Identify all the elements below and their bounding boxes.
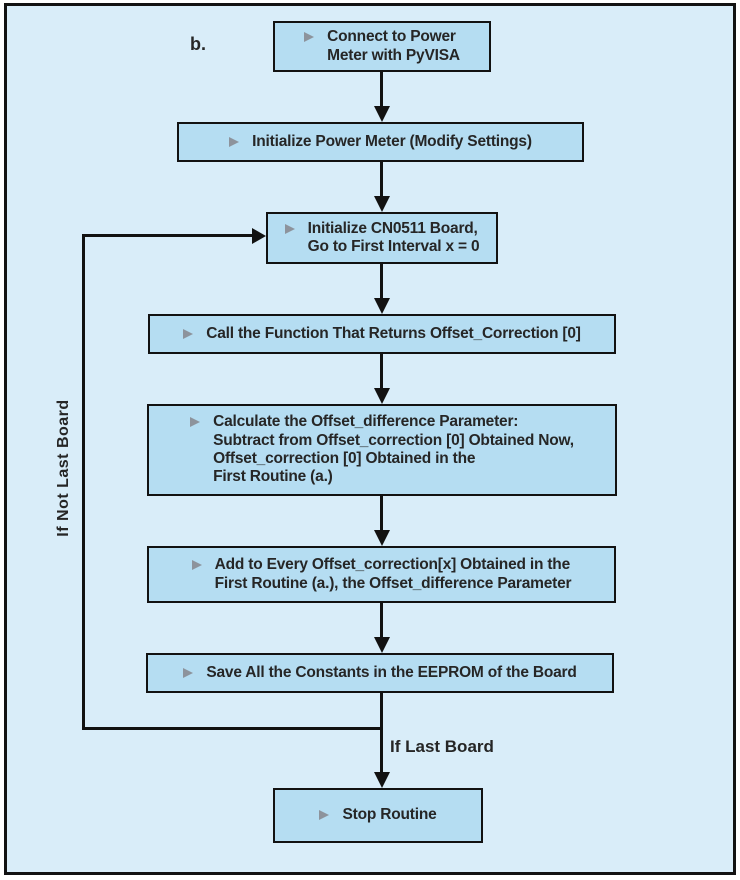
node-connect-power-meter: Connect to Power Meter with PyVISA [273,21,491,72]
arrowhead-right-icon [252,228,266,244]
node-text: Save All the Constants in the EEPROM of … [206,663,577,681]
loop-line-top [82,234,253,237]
node-content: Add to Every Offset_correction[x] Obtain… [184,556,580,593]
arrowhead-down-icon [374,388,390,404]
node-text: Calculate the Offset_difference Paramete… [213,413,574,486]
node-content: Initialize Power Meter (Modify Settings) [221,133,540,151]
arrowhead-down-icon [374,298,390,314]
connector-line [380,353,383,390]
connector-line [380,263,383,300]
node-initialize-cn0511-board: Initialize CN0511 Board, Go to First Int… [266,212,498,264]
node-call-offset-correction-function: Call the Function That Returns Offset_Co… [148,314,616,354]
arrowhead-down-icon [374,530,390,546]
node-text: Initialize Power Meter (Modify Settings) [252,132,532,150]
bullet-triangle-icon [284,223,295,234]
loop-line-bottom [82,727,383,730]
bullet-triangle-icon [190,417,201,428]
connector-line [380,71,383,108]
connector-line [380,495,383,532]
bullet-triangle-icon [191,560,202,571]
node-calculate-offset-difference: Calculate the Offset_difference Paramete… [147,404,617,496]
loop-line-vertical [82,234,85,730]
node-save-constants-eeprom: Save All the Constants in the EEPROM of … [146,653,614,693]
node-initialize-power-meter: Initialize Power Meter (Modify Settings) [177,122,584,162]
node-content: Stop Routine [311,806,444,824]
node-content: Initialize CN0511 Board, Go to First Int… [277,220,488,257]
arrowhead-down-icon [374,772,390,788]
node-stop-routine: Stop Routine [273,788,483,843]
node-text: Connect to Power Meter with PyVISA [327,28,460,64]
bullet-triangle-icon [183,667,194,678]
arrowhead-down-icon [374,196,390,212]
bullet-triangle-icon [304,32,315,43]
node-content: Calculate the Offset_difference Paramete… [182,413,582,486]
edge-label-if-not-last-board: If Not Last Board [55,399,72,537]
node-add-offset-difference: Add to Every Offset_correction[x] Obtain… [147,546,616,603]
bullet-triangle-icon [229,136,240,147]
node-text: Initialize CN0511 Board, Go to First Int… [307,219,480,255]
node-content: Save All the Constants in the EEPROM of … [175,664,584,682]
node-text: Add to Every Offset_correction[x] Obtain… [214,556,572,592]
connector-line [380,161,383,198]
node-text: Stop Routine [342,806,437,824]
panel-label: b. [190,34,206,54]
bullet-triangle-icon [183,328,194,339]
arrowhead-down-icon [374,106,390,122]
node-content: Call the Function That Returns Offset_Co… [175,325,589,343]
node-content: Connect to Power Meter with PyVISA [296,28,468,65]
edge-label-if-last-board: If Last Board [390,737,494,756]
connector-line [380,602,383,639]
arrowhead-down-icon [374,637,390,653]
connector-line [380,692,383,772]
bullet-triangle-icon [319,810,330,821]
node-text: Call the Function That Returns Offset_Co… [206,324,581,342]
